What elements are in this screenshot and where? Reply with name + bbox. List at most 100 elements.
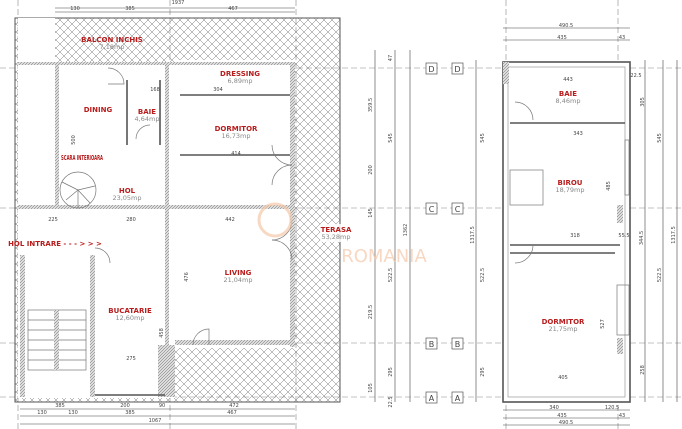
axis-label-c: C <box>429 205 435 214</box>
room-name: BUCATARIE <box>108 307 152 315</box>
dim-label: 435 <box>557 413 567 419</box>
room-hol: HOL 23,05mp <box>112 187 141 202</box>
dim-label: 467 <box>228 6 238 12</box>
dim-label: 318 <box>570 233 580 239</box>
watermark: ROMANIA <box>341 246 427 267</box>
room-name: BAIE <box>138 108 156 116</box>
dim-label: 385 <box>125 410 135 416</box>
axis-label-a: A <box>429 394 435 403</box>
room-name: DORMITOR <box>215 125 258 133</box>
dim-label: 275 <box>126 356 136 362</box>
axis-label-d: D <box>428 65 434 74</box>
dim-label: 130 <box>70 6 80 12</box>
watermark-logo <box>257 202 293 238</box>
dim-label: 527 <box>600 319 606 329</box>
dim-label: 1067 <box>149 418 162 424</box>
room-area: 16,73mp <box>221 132 250 140</box>
dim-label: 359.5 <box>368 98 374 112</box>
room-area: 18,79mp <box>555 186 584 194</box>
room-area: 21,75mp <box>548 325 577 333</box>
room-name: BAIE <box>559 90 577 98</box>
dim-label: 522.5 <box>657 268 663 282</box>
dim-label: 43 <box>619 35 625 41</box>
room-balcon-inchis: BALCON INCHIS 7,18mp <box>81 36 143 51</box>
room-area: 4,64mp <box>135 115 160 123</box>
room-area: 23,05mp <box>112 194 141 202</box>
dim-label: 344.5 <box>639 231 645 245</box>
dim-label: 467 <box>227 410 237 416</box>
dim-label: 435 <box>557 35 567 41</box>
room-name: HOL <box>119 187 136 195</box>
dim-label: 55.5 <box>618 233 629 239</box>
dim-label: 340 <box>549 405 559 411</box>
room-dressing: DRESSING 6,89mp <box>220 70 260 85</box>
dim-label: 472 <box>229 403 239 409</box>
dim-label: 295 <box>480 367 486 377</box>
dim-label: 219.5 <box>368 305 374 319</box>
room-right-birou: BIROU 18,79mp <box>555 179 584 194</box>
dim-label: 385 <box>125 6 135 12</box>
dim-label: 130 <box>37 410 47 416</box>
right-plan <box>502 27 631 426</box>
dim-label: 485 <box>606 181 612 191</box>
dim-label: 476 <box>184 272 190 282</box>
room-dining: DINING <box>84 106 113 114</box>
room-living: LIVING 21,04mp <box>223 269 252 284</box>
dim-label: 168 <box>150 87 160 93</box>
dim-label: 1362 <box>403 224 409 237</box>
dim-label: 1937 <box>172 0 185 6</box>
dim-label: 442 <box>225 217 235 223</box>
dim-label: 225 <box>48 217 58 223</box>
dim-label: 545 <box>480 133 486 143</box>
vertical-dimensions <box>374 50 678 402</box>
room-area: 12,60mp <box>115 314 144 322</box>
dim-label: 258 <box>640 365 646 375</box>
dim-label: 47 <box>388 55 394 61</box>
dim-label: 1317.5 <box>470 226 476 244</box>
dim-label: 385 <box>55 403 65 409</box>
dim-label: 200 <box>368 165 374 175</box>
room-hol-intrare: HOL INTRARE - - - > > > <box>8 240 102 248</box>
dim-label: 545 <box>657 133 663 143</box>
dim-label: 1317.5 <box>671 226 677 244</box>
room-scara-interioara: SCARA INTERIOARA <box>61 154 103 162</box>
dim-label: 500 <box>71 135 77 145</box>
dim-label: 105 <box>368 383 374 393</box>
dim-label: 443 <box>563 77 573 83</box>
grid-axis-labels: D D C C B B A A <box>425 62 464 404</box>
room-area: 53,28mp <box>321 233 350 241</box>
room-right-dormitor: DORMITOR 21,75mp <box>542 318 585 333</box>
axis-label-a: A <box>455 394 461 403</box>
dim-label: 522.5 <box>388 268 394 282</box>
dim-label: 305 <box>640 97 646 107</box>
room-name: LIVING <box>225 269 252 277</box>
axis-label-c: C <box>455 205 461 214</box>
room-terasa: TERASA 53,28mp <box>320 224 354 242</box>
room-area: 6,89mp <box>228 77 253 85</box>
dim-label: 200 <box>120 403 130 409</box>
room-area: 21,04mp <box>223 276 252 284</box>
dim-label: 343 <box>573 131 583 137</box>
dim-label: 130 <box>68 410 78 416</box>
dim-label: 280 <box>126 217 136 223</box>
room-baie: BAIE 4,64mp <box>135 108 160 123</box>
room-name: DORMITOR <box>542 318 585 326</box>
room-bucatarie: BUCATARIE 12,60mp <box>108 307 152 322</box>
dim-label: 145 <box>368 208 374 218</box>
axis-label-d: D <box>454 65 460 74</box>
room-name: BIROU <box>558 179 583 187</box>
dim-label: 490.5 <box>559 420 573 426</box>
room-name: DRESSING <box>220 70 260 78</box>
dim-label: 22.5 <box>388 396 394 407</box>
room-name: TERASA <box>321 226 352 234</box>
dim-label: 22.5 <box>630 73 641 79</box>
dim-label: 414 <box>231 151 241 157</box>
room-dormitor: DORMITOR 16,73mp <box>215 125 258 140</box>
dim-label: 545 <box>388 133 394 143</box>
dim-label: 405 <box>558 375 568 381</box>
dim-label: 43 <box>619 413 625 419</box>
axis-label-b: B <box>455 340 461 349</box>
room-area: 8,46mp <box>556 97 581 105</box>
dim-label: 120.5 <box>605 405 619 411</box>
